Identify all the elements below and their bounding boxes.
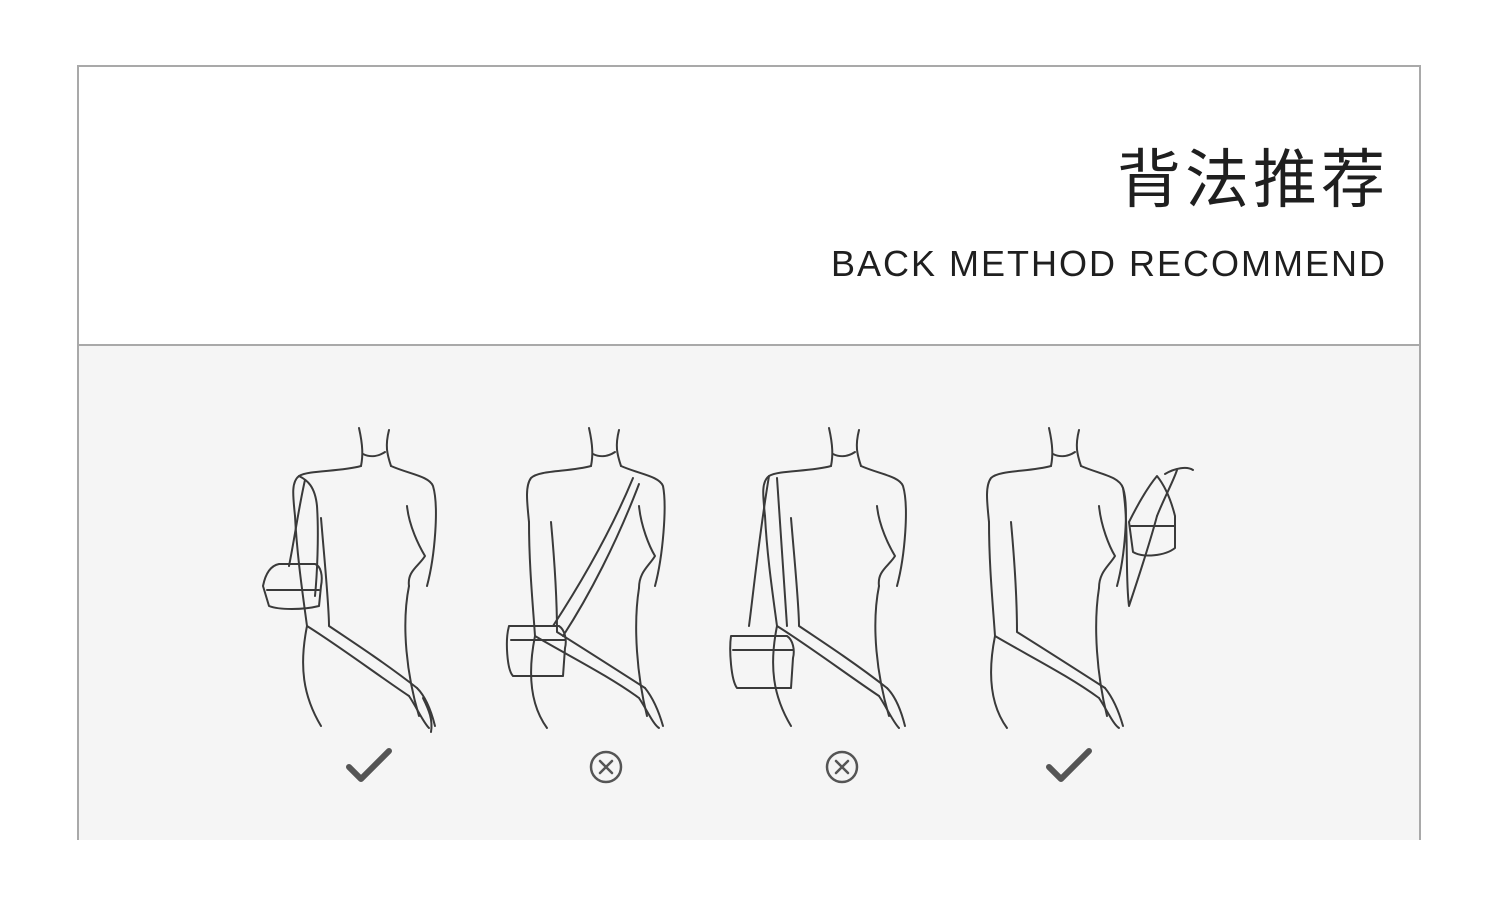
carry-illustrations <box>262 427 1194 733</box>
figure-hand-carry <box>986 427 1194 729</box>
page-title: 背法推荐 <box>1117 144 1389 218</box>
figure-crossbody-carry <box>505 427 666 729</box>
figure-shoulder-carry <box>262 427 437 733</box>
recommendation-card: 背法推荐 BACK METHOD RECOMMEND <box>77 65 1421 840</box>
cross-circle-icon <box>817 745 867 789</box>
illustration-panel <box>79 346 1419 840</box>
cross-circle-icon <box>581 745 631 789</box>
check-icon <box>345 745 395 789</box>
figure-long-shoulder-carry <box>729 427 907 729</box>
header: 背法推荐 BACK METHOD RECOMMEND <box>79 67 1419 346</box>
check-icon <box>1045 745 1095 789</box>
page-subtitle: BACK METHOD RECOMMEND <box>830 243 1387 284</box>
